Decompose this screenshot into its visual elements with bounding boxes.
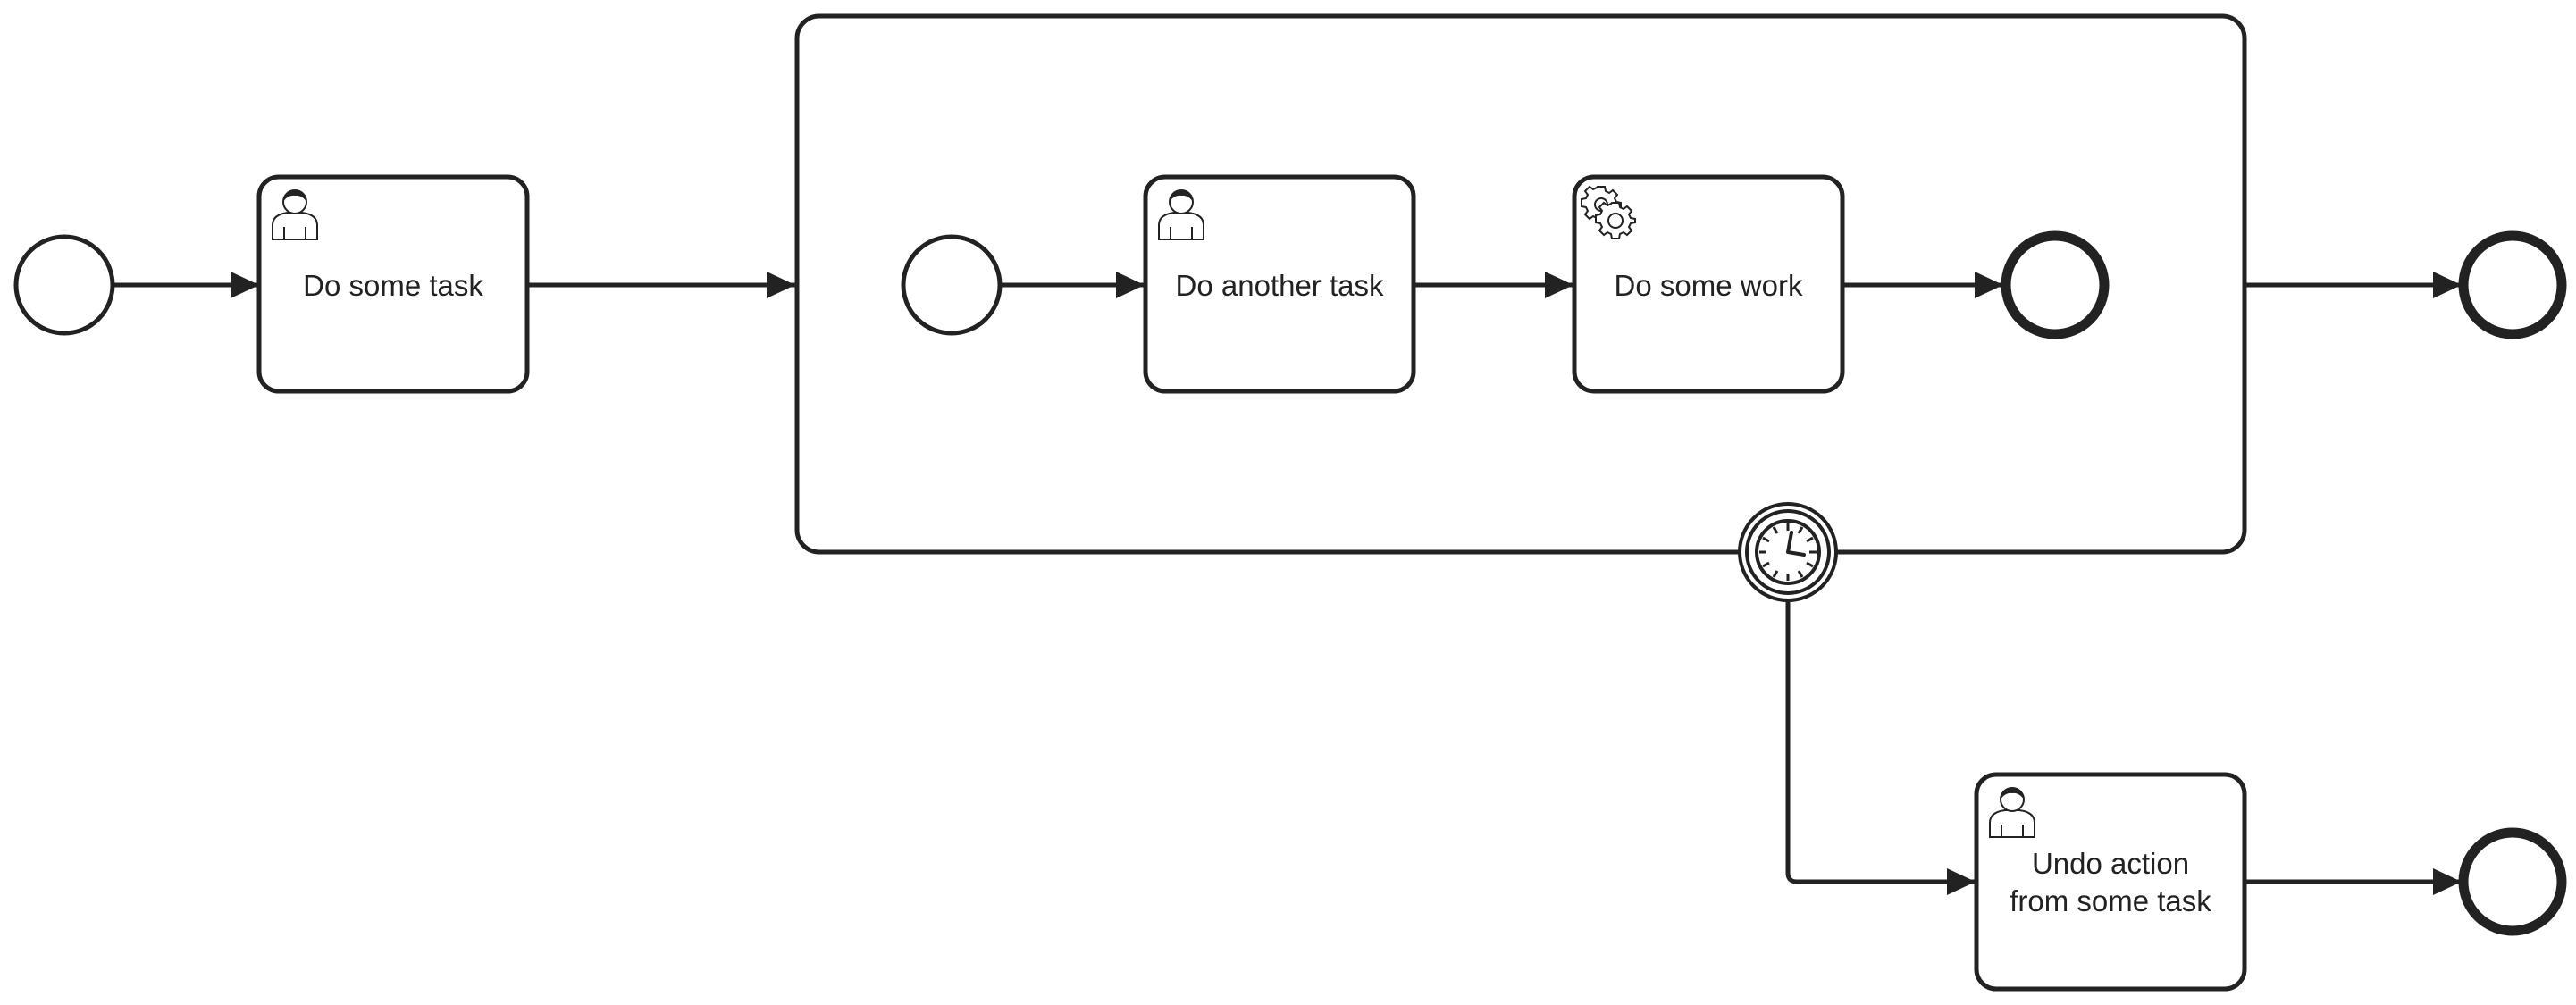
start-event[interactable]: [13, 234, 115, 336]
task-label-line-2: from some task: [2010, 884, 2211, 917]
subprocess-start-event[interactable]: [901, 234, 1003, 336]
task-label: Do some work: [1615, 269, 1803, 302]
task-do-another-task[interactable]: Do another task: [1143, 174, 1416, 394]
subprocess-end-event[interactable]: [2001, 230, 2110, 339]
task-label: Do another task: [1176, 269, 1384, 302]
end-event[interactable]: [2458, 230, 2567, 339]
undo-end-event[interactable]: [2458, 827, 2567, 936]
user-icon: [272, 189, 318, 240]
boundary-timer-event[interactable]: [1738, 502, 1838, 602]
task-undo-action[interactable]: Undo action from some task: [1974, 772, 2247, 992]
task-label: Do some task: [303, 269, 483, 302]
task-do-some-task[interactable]: Do some task: [256, 174, 530, 394]
user-icon: [1989, 787, 2035, 838]
flow-timer-to-undo-action[interactable]: [1785, 600, 1976, 895]
gear-icon: [1581, 185, 1636, 239]
user-icon: [1158, 189, 1204, 240]
clock-icon: [1755, 519, 1821, 585]
subprocess[interactable]: [794, 13, 2247, 555]
task-label-line-1: Undo action: [2032, 847, 2189, 880]
task-do-some-work[interactable]: Do some work: [1572, 174, 1845, 394]
sequence-flows: [114, 272, 2462, 895]
